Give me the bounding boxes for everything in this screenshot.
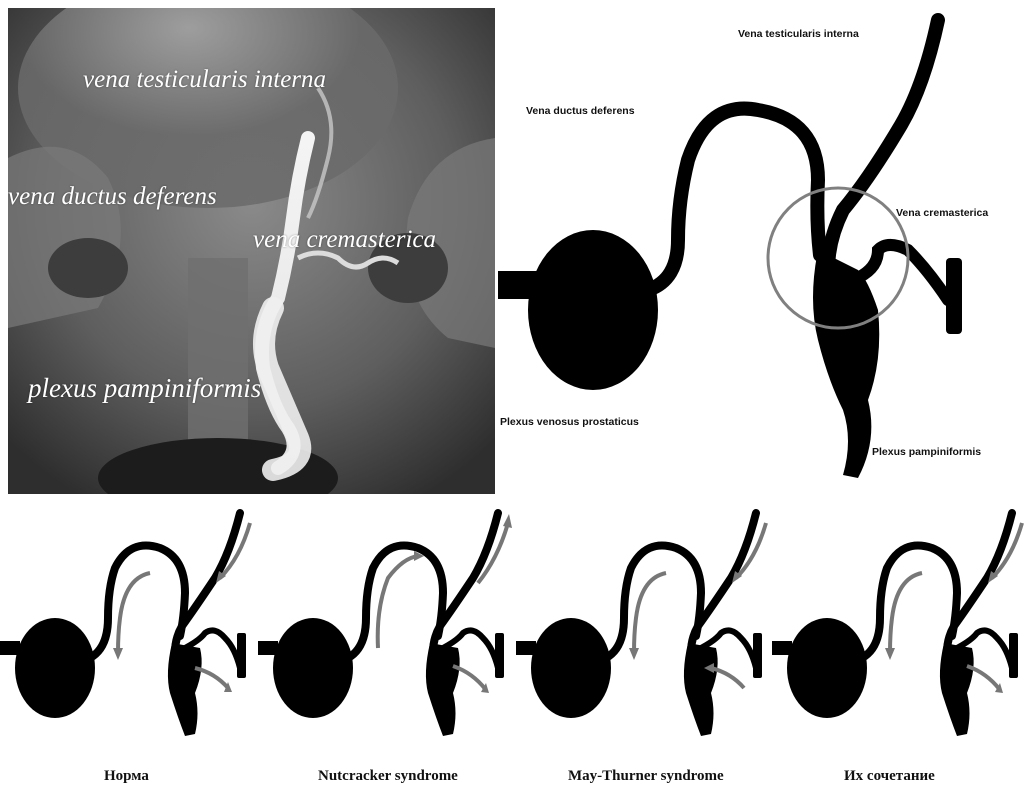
- xray-label-vena-testicularis: vena testicularis interna: [83, 66, 326, 94]
- plexus-venosus-prostaticus-shape: [528, 230, 658, 390]
- schematic-label-plexus-pampiniformis: Plexus pampiniformis: [872, 446, 981, 458]
- vena-ductus-deferens-shape: [648, 109, 820, 290]
- vena-testicularis-shape: [828, 20, 938, 270]
- venous-anatomy-schematic: Vena testicularis interna Vena ductus de…: [498, 0, 1030, 500]
- schematic-label-plexus-venosus-prostaticus: Plexus venosus prostaticus: [500, 416, 639, 428]
- variant-caption-nutcracker: Nutcracker syndrome: [318, 768, 458, 785]
- variant-diagram-normal: [0, 508, 258, 738]
- variant-caption-normal: Норма: [104, 768, 149, 785]
- variant-diagram-may-thurner: [516, 508, 774, 738]
- variant-diagram-nutcracker: [258, 508, 516, 738]
- xray-label-vena-cremasterica: vena cremasterica: [253, 226, 436, 254]
- schematic-label-vena-ductus-deferens: Vena ductus deferens: [526, 105, 635, 117]
- variant-diagram-combination: [772, 508, 1030, 738]
- variant-caption-may-thurner: May-Thurner syndrome: [568, 768, 724, 785]
- venography-xray-image: vena testicularis interna vena ductus de…: [8, 8, 495, 494]
- plexus-pampiniformis-shape: [813, 250, 879, 478]
- schematic-label-vena-cremasterica: Vena cremasterica: [896, 207, 988, 219]
- schematic-label-vena-testicularis: Vena testicularis interna: [738, 28, 859, 40]
- xray-label-plexus-pampiniformis: plexus pampiniformis: [28, 373, 261, 404]
- xray-label-vena-ductus-deferens: vena ductus deferens: [8, 183, 217, 211]
- variant-caption-combination: Их сочетание: [844, 768, 935, 785]
